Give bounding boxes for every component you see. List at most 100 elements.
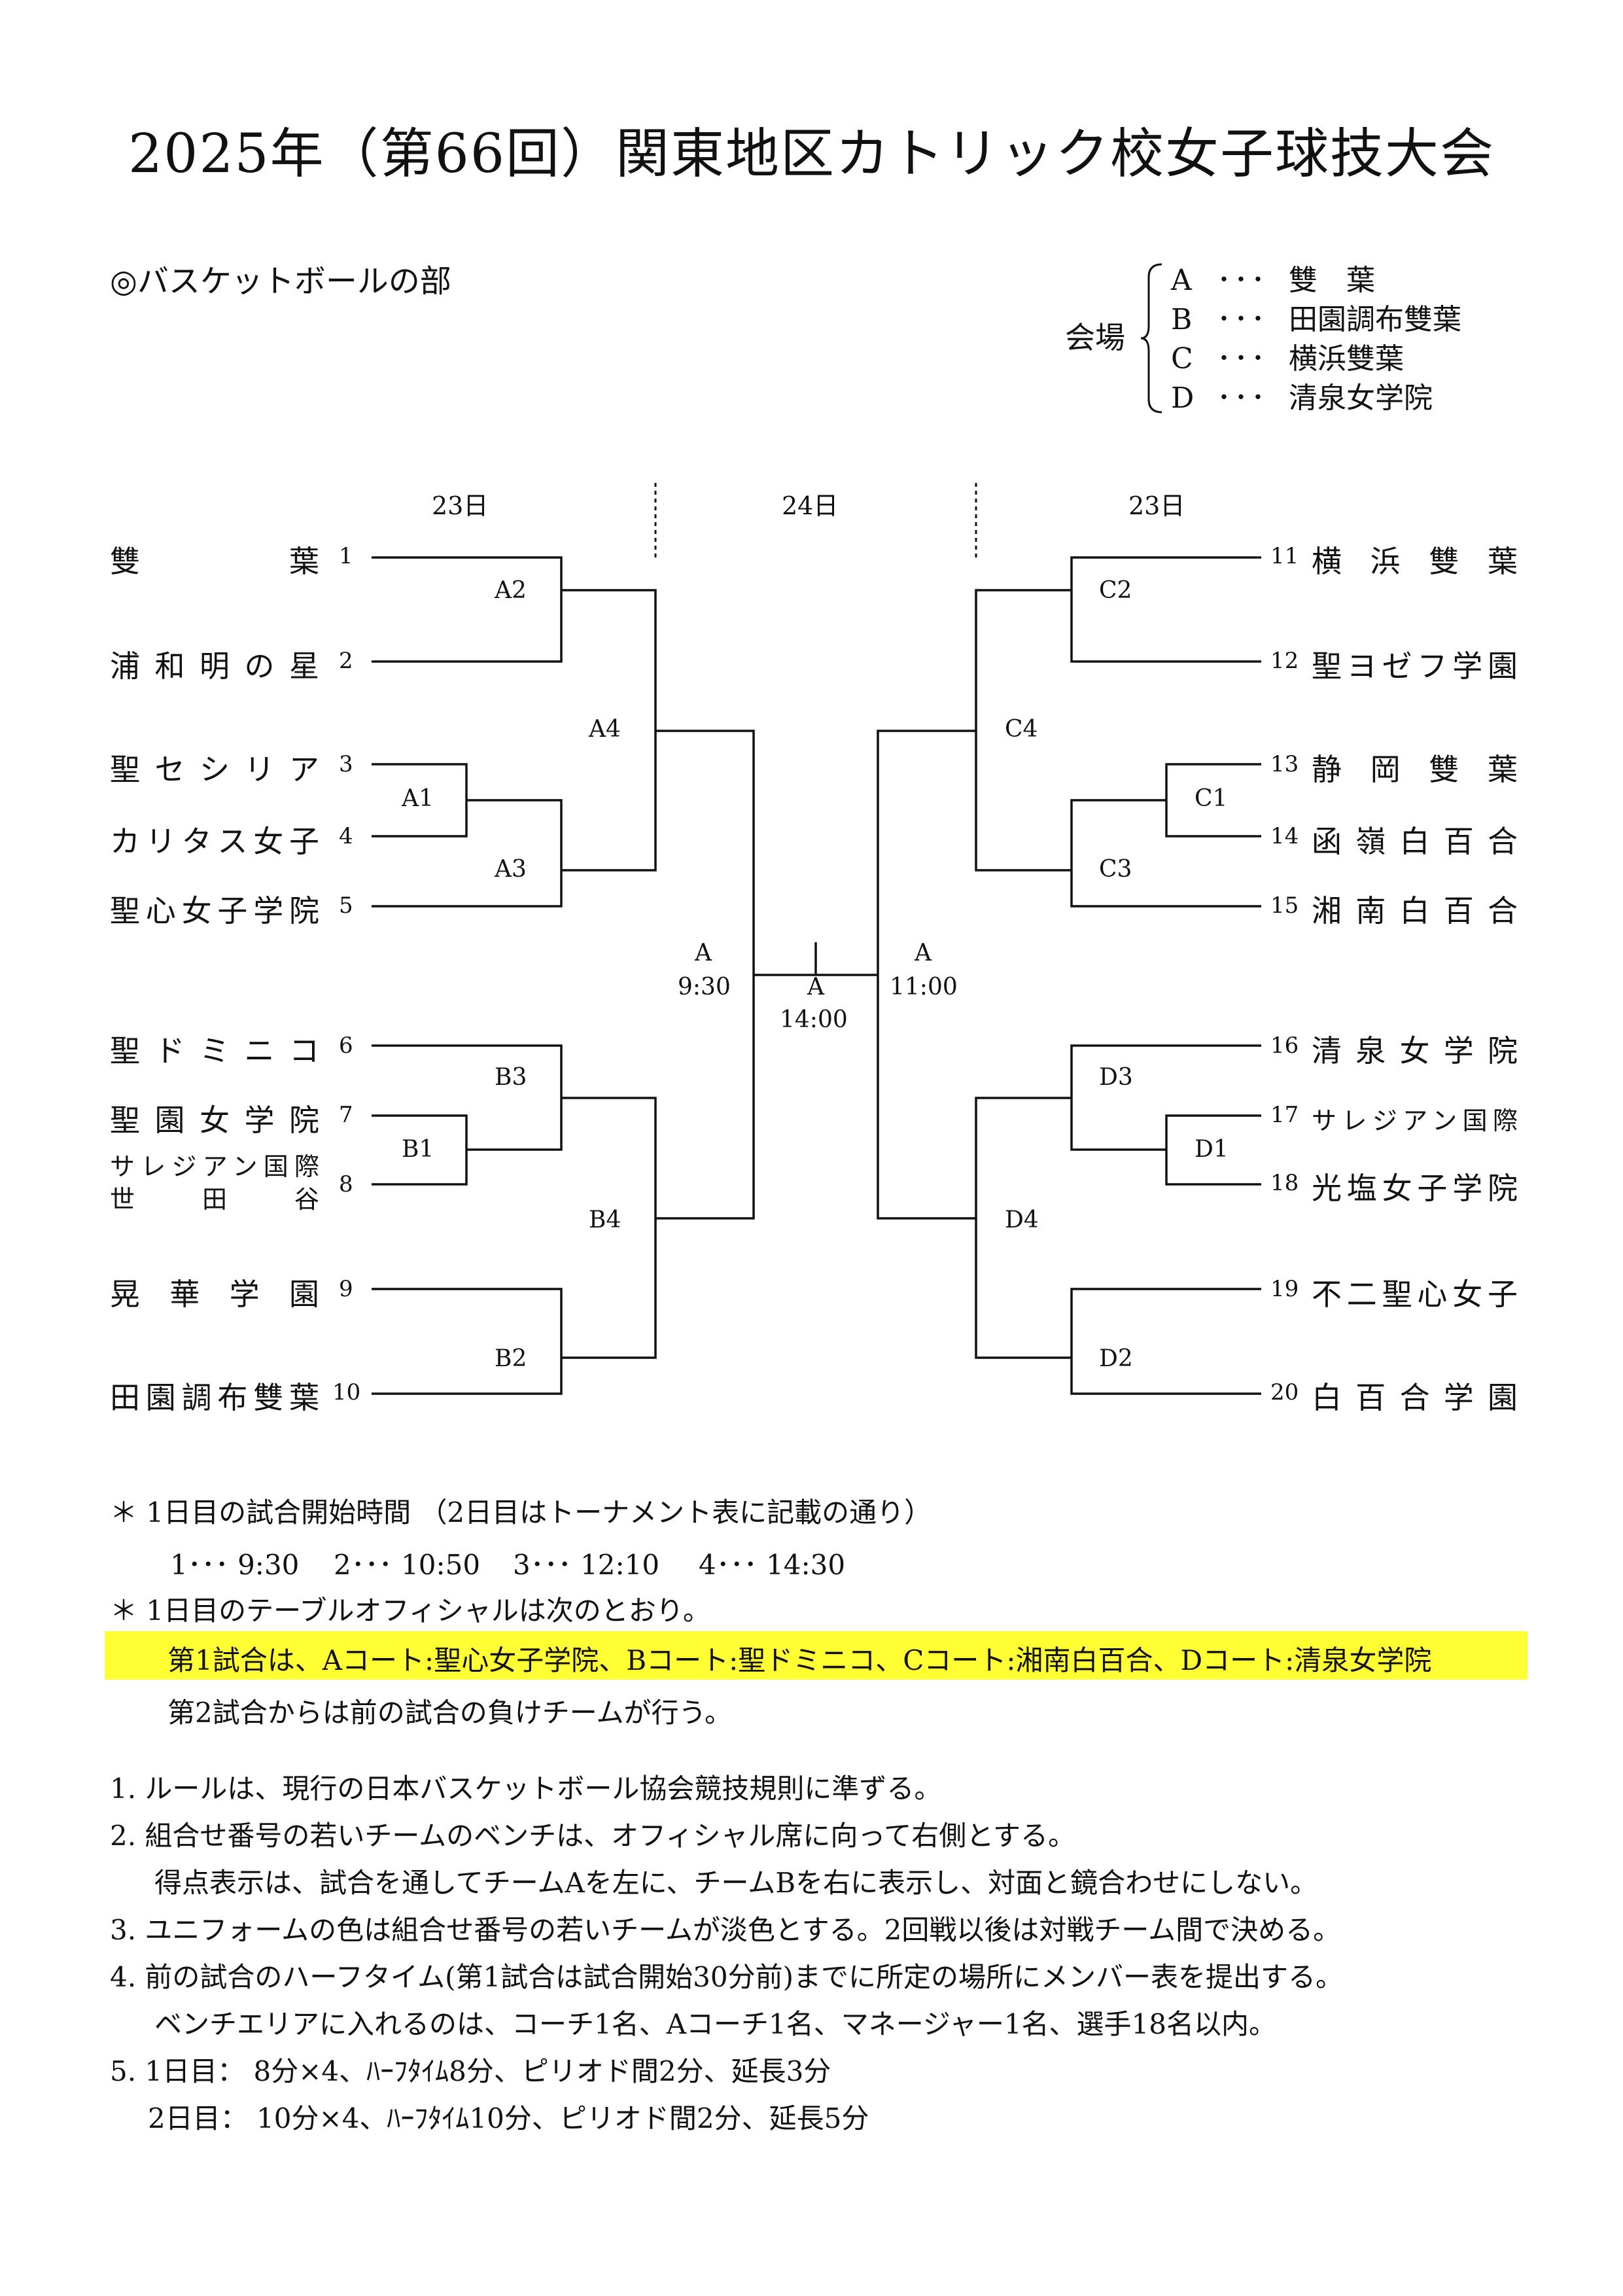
match-label: C2 <box>1099 577 1132 604</box>
team-number: 1 <box>339 543 353 569</box>
team-name-left-line2: 世田谷 <box>110 1185 319 1214</box>
venue-code: D <box>1171 381 1195 415</box>
semi-right-court: A <box>915 940 932 966</box>
team-name-right: 白百合学園 <box>1312 1380 1518 1415</box>
match-label: C1 <box>1195 785 1228 812</box>
venue-dots: ･･･ <box>1217 381 1268 415</box>
match-label: A2 <box>495 577 527 604</box>
team-number: 13 <box>1270 751 1299 777</box>
time-slot: 2･･･ 10:50 <box>334 1549 481 1581</box>
final-court: A <box>807 974 824 1000</box>
note-officials: ＊ 1日目のテーブルオフィシャルは次のとおり。 <box>110 1595 710 1627</box>
team-name-left: 聖園女学院 <box>110 1103 319 1138</box>
match-label: A4 <box>589 716 621 743</box>
venue-row: A ･･･ 雙 葉 <box>1171 256 1375 298</box>
match-label: A1 <box>402 785 434 812</box>
semi-left-time: 9:30 <box>678 974 731 1000</box>
team-number: 8 <box>339 1171 353 1197</box>
final-time: 14:00 <box>780 1006 848 1033</box>
venue-brace <box>1140 263 1162 414</box>
rule-item: 3. ユニフォームの色は組合せ番号の若いチームが淡色とする。2回戦以後は対戦チー… <box>110 1914 1341 1946</box>
match-label: B2 <box>495 1345 527 1372</box>
team-name-right: 清泉女学院 <box>1312 1033 1518 1069</box>
match-label: C4 <box>1005 716 1038 743</box>
team-number: 15 <box>1270 892 1299 919</box>
day-label-center: 24日 <box>782 491 839 520</box>
team-name-right: 函嶺白百合 <box>1312 824 1518 859</box>
team-number: 7 <box>339 1102 353 1128</box>
note-highlight: 第1試合は、Aコート:聖心女子学院、Bコート:聖ドミニコ、Cコート:湘南白百合、… <box>167 1644 1432 1676</box>
rule-item: 得点表示は、試合を通してチームAを左に、チームBを右に表示し、対面と鏡合わせにし… <box>154 1867 1318 1899</box>
team-number: 18 <box>1270 1170 1299 1196</box>
team-name-left: カリタス女子 <box>110 824 319 859</box>
venue-row: C ･･･ 横浜雙葉 <box>1171 335 1404 377</box>
match-label: C3 <box>1099 856 1132 883</box>
match-label: D1 <box>1195 1136 1229 1163</box>
match-label: B3 <box>495 1064 527 1091</box>
venue-name: 横浜雙葉 <box>1289 342 1404 376</box>
team-number: 6 <box>339 1033 353 1059</box>
team-name-left: 雙葉 <box>110 544 319 579</box>
semi-right-time: 11:00 <box>890 974 958 1000</box>
team-name-right: 聖ヨゼフ学園 <box>1312 648 1518 684</box>
team-number: 20 <box>1270 1379 1299 1405</box>
match-label: B1 <box>402 1136 434 1163</box>
highlight-band <box>105 1631 1527 1680</box>
team-number: 3 <box>339 751 353 777</box>
team-name-right: 静岡雙葉 <box>1312 752 1518 787</box>
team-number: 11 <box>1270 543 1299 569</box>
team-name-left: 聖セシリア <box>110 752 319 787</box>
semi-left-court: A <box>695 940 712 966</box>
team-number: 2 <box>339 648 353 674</box>
rule-item: 2日目： 10分×4、ﾊｰﾌﾀｲﾑ10分、ピリオド間2分、延長5分 <box>148 2102 869 2134</box>
venue-dots: ･･･ <box>1217 264 1268 297</box>
team-number: 16 <box>1270 1033 1299 1059</box>
match-label: D2 <box>1099 1345 1133 1372</box>
day-label-left: 23日 <box>432 491 489 520</box>
time-slot: 1･･･ 9:30 <box>170 1549 300 1581</box>
team-name-left: 晃華学園 <box>110 1277 319 1312</box>
venue-name: 清泉女学院 <box>1289 381 1433 415</box>
venue-code: B <box>1171 303 1193 336</box>
rule-item: ベンチエリアに入れるのは、コーチ1名、Aコーチ1名、マネージャー1名、選手18名… <box>154 2008 1277 2040</box>
rule-item: 2. 組合せ番号の若いチームのベンチは、オフィシャル席に向って右側とする。 <box>110 1820 1075 1852</box>
team-number: 19 <box>1270 1276 1299 1302</box>
team-name-right: サレジアン国際 <box>1312 1106 1518 1135</box>
match-label: B4 <box>589 1207 621 1233</box>
team-name-left: 聖ドミニコ <box>110 1033 319 1069</box>
day-label-right: 23日 <box>1128 491 1185 520</box>
venue-code: C <box>1171 342 1193 376</box>
venue-dots: ･･･ <box>1217 342 1268 376</box>
team-name-left: 田園調布雙葉 <box>110 1380 319 1415</box>
page-title: 2025年（第66回）関東地区カトリック校女子球技大会 <box>128 123 1495 185</box>
venue-row: D ･･･ 清泉女学院 <box>1171 374 1433 416</box>
rule-item: 5. 1日目： 8分×4、ﾊｰﾌﾀｲﾑ8分、ピリオド間2分、延長3分 <box>110 2055 831 2087</box>
venue-label: 会場 <box>1065 320 1125 355</box>
team-name-right: 不二聖心女子 <box>1312 1277 1518 1312</box>
match-label: A3 <box>495 856 527 883</box>
venue-name: 田園調布雙葉 <box>1289 303 1461 336</box>
time-slot: 3･･･ 12:10 <box>513 1549 660 1581</box>
team-number: 10 <box>332 1379 361 1405</box>
rule-item: 1. ルールは、現行の日本バスケットボール協会競技規則に準ずる。 <box>110 1773 942 1805</box>
note-start-times: ＊ 1日目の試合開始時間 （2日目はトーナメント表に記載の通り） <box>110 1496 932 1528</box>
team-number: 17 <box>1270 1102 1299 1128</box>
section-title: ◎バスケットボールの部 <box>110 263 451 300</box>
venue-row: B･･･田園調布雙葉 <box>1171 296 1461 338</box>
venue-code: A <box>1171 264 1192 297</box>
team-name-left: サレジアン国際 <box>110 1152 319 1181</box>
time-slot: 4･･･ 14:30 <box>699 1549 846 1581</box>
team-name-left: 聖心女子学院 <box>110 893 319 928</box>
venue-name: 雙 葉 <box>1289 264 1375 297</box>
match-label: D3 <box>1099 1064 1133 1091</box>
note-second-match: 第2試合からは前の試合の負けチームが行う。 <box>167 1697 732 1729</box>
team-name-right: 光塩女子学院 <box>1312 1171 1518 1206</box>
team-number: 9 <box>339 1276 353 1302</box>
team-number: 12 <box>1270 648 1299 674</box>
team-name-right: 湘南白百合 <box>1312 893 1518 928</box>
team-number: 4 <box>339 823 353 849</box>
team-number: 14 <box>1270 823 1299 849</box>
rule-item: 4. 前の試合のハーフタイム(第1試合は試合開始30分前)までに所定の場所にメン… <box>110 1961 1344 1993</box>
match-label: D4 <box>1005 1207 1039 1233</box>
